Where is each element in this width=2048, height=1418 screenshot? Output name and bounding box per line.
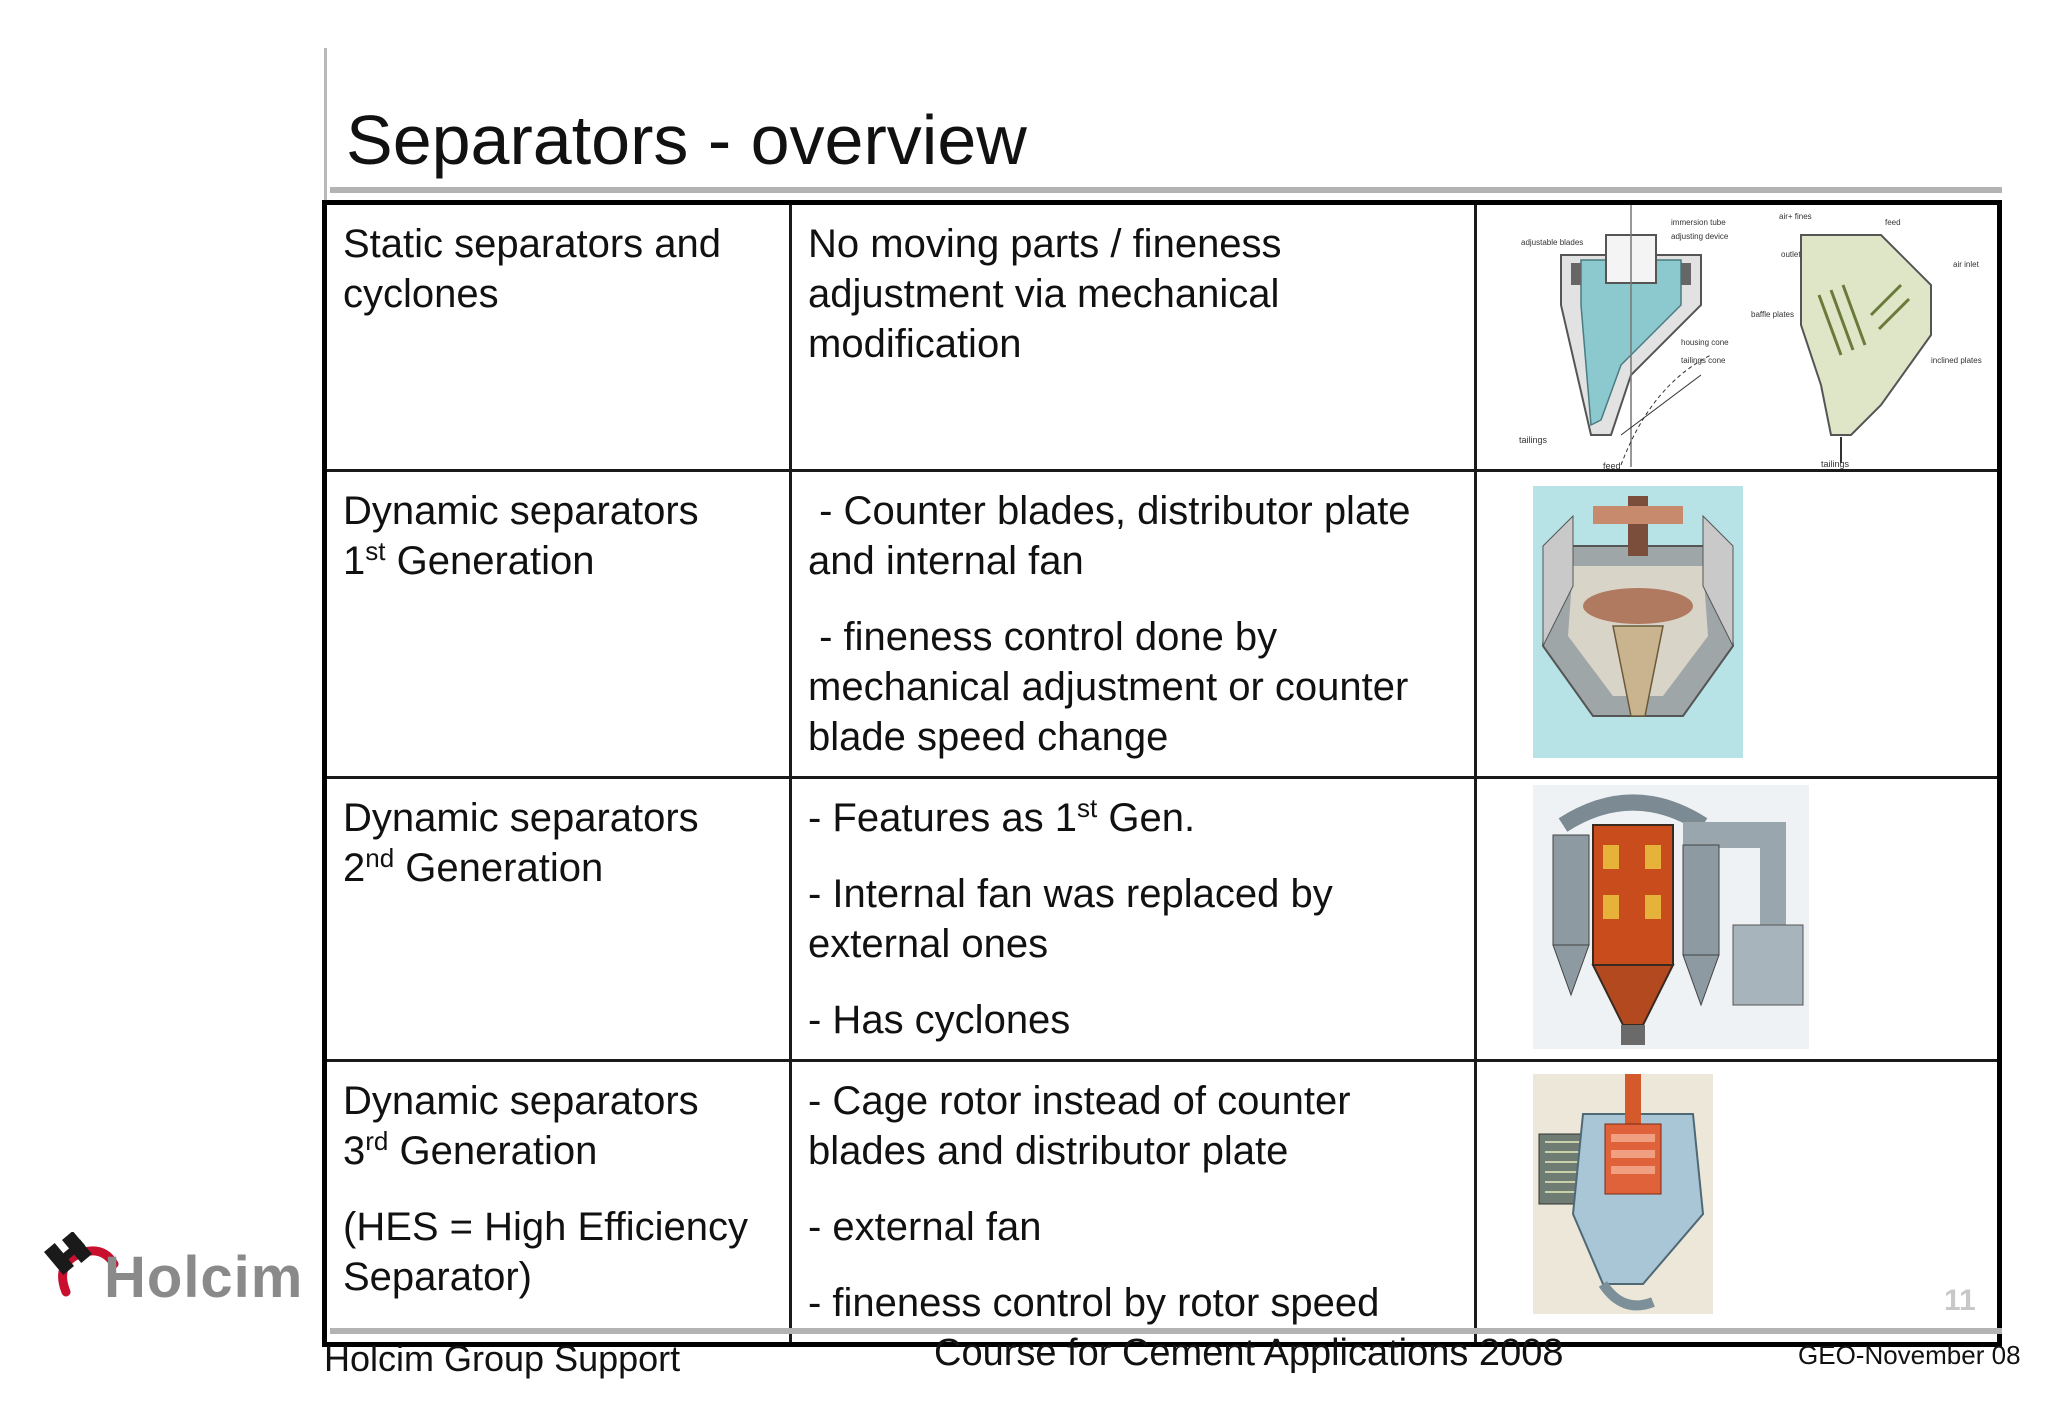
category-cell: Dynamic separators 2nd Generation: [323, 776, 792, 1062]
generation-label: 2nd Generation: [343, 843, 773, 893]
generation-word: Generation: [405, 846, 604, 890]
description-line: - fineness control done by mechanical ad…: [808, 615, 1420, 759]
holcim-logo-icon: [44, 1232, 119, 1297]
diagram-label: adjusting device: [1671, 232, 1729, 241]
table-row: Dynamic separators 1st Generation - Coun…: [323, 469, 2001, 779]
diagram-label: air+ fines: [1779, 212, 1812, 221]
description-line: - Has cyclones: [808, 998, 1071, 1042]
description-text: Gen.: [1097, 796, 1196, 840]
description-line: - fineness control by rotor speed: [808, 1281, 1380, 1325]
footer-course: Course for Cement Applications 2008: [934, 1332, 1564, 1374]
category-cell: Static separators and cyclones: [323, 201, 792, 472]
description-cell: No moving parts / fineness adjustment vi…: [789, 201, 1477, 472]
description-cell: - Features as 1st Gen. - Internal fan wa…: [789, 776, 1477, 1062]
category-cell: Dynamic separators 3rd Generation (HES =…: [323, 1059, 792, 1346]
category-note: (HES = High Efficiency Separator): [343, 1205, 748, 1299]
diagram-label: baffle plates: [1751, 310, 1794, 319]
description-cell: - Cage rotor instead of counter blades a…: [789, 1059, 1477, 1346]
diagram-label: tailings: [1821, 459, 1850, 469]
separators-table: Static separators and cyclones No moving…: [322, 200, 2002, 1347]
image-cell: [1474, 469, 2001, 779]
category-label: Dynamic separators: [343, 489, 699, 533]
description-suffix: st: [1077, 793, 1098, 823]
generation-suffix: rd: [365, 1126, 389, 1156]
first-generation-separator-illustration: [1533, 486, 1743, 758]
category-label: Static separators and cyclones: [343, 222, 721, 316]
diagram-label: tailings: [1519, 435, 1548, 445]
diagram-label: adjustable blades: [1521, 238, 1583, 247]
description-line: - Counter blades, distributor plate and …: [808, 489, 1422, 583]
category-cell: Dynamic separators 1st Generation: [323, 469, 792, 779]
generation-number: 2: [343, 846, 366, 890]
generation-suffix: st: [365, 536, 386, 566]
diagram-label: feed: [1885, 218, 1901, 227]
diagram-label: tailings cone: [1681, 356, 1726, 365]
table-row: Dynamic separators 2nd Generation - Feat…: [323, 776, 2001, 1062]
generation-word: Generation: [399, 1129, 598, 1173]
generation-word: Generation: [396, 539, 595, 583]
description-line: - external fan: [808, 1205, 1042, 1249]
second-generation-separator-illustration: [1533, 785, 1809, 1049]
footer-date: GEO-November 08: [1798, 1340, 2021, 1370]
holcim-logo: Holcim: [44, 1232, 304, 1342]
image-cell: adjustable blades immersion tube adjusti…: [1474, 201, 2001, 472]
third-generation-separator-illustration: [1533, 1074, 1713, 1314]
description-cell: - Counter blades, distributor plate and …: [789, 469, 1477, 779]
generation-number: 1: [343, 539, 366, 583]
diagram-label: feed: [1603, 461, 1621, 471]
image-cell: [1474, 1059, 2001, 1346]
diagram-label: air inlet: [1953, 260, 1980, 269]
diagram-label: inclined plates: [1931, 356, 1982, 365]
description-line: - Internal fan was replaced by external …: [808, 872, 1333, 966]
static-separator-diagram: adjustable blades immersion tube adjusti…: [1519, 205, 1982, 471]
footer-rule: [330, 1328, 2002, 1334]
description-text: - Features as 1: [808, 796, 1078, 840]
table-row: Dynamic separators 3rd Generation (HES =…: [323, 1059, 2001, 1346]
diagram-label: outlet: [1781, 250, 1801, 259]
generation-label: 3rd Generation: [343, 1126, 773, 1176]
page-number: 11: [1944, 1284, 1976, 1317]
generation-number: 3: [343, 1129, 366, 1173]
slide-title: Separators - overview: [346, 101, 1027, 179]
generation-label: 1st Generation: [343, 536, 773, 586]
table-row: Static separators and cyclones No moving…: [323, 201, 2001, 472]
diagram-label: housing cone: [1681, 338, 1729, 347]
title-rule: [330, 187, 2002, 193]
category-label: Dynamic separators: [343, 1079, 699, 1123]
logo-text: Holcim: [104, 1245, 304, 1310]
footer-organization: Holcim Group Support: [324, 1338, 681, 1379]
image-cell: [1474, 776, 2001, 1062]
description-line: - Features as 1st Gen.: [808, 793, 1458, 843]
category-label: Dynamic separators: [343, 796, 699, 840]
description-line: - Cage rotor instead of counter blades a…: [808, 1079, 1351, 1173]
diagram-label: immersion tube: [1671, 218, 1726, 227]
description-line: No moving parts / fineness adjustment vi…: [808, 222, 1282, 366]
generation-suffix: nd: [365, 843, 395, 873]
